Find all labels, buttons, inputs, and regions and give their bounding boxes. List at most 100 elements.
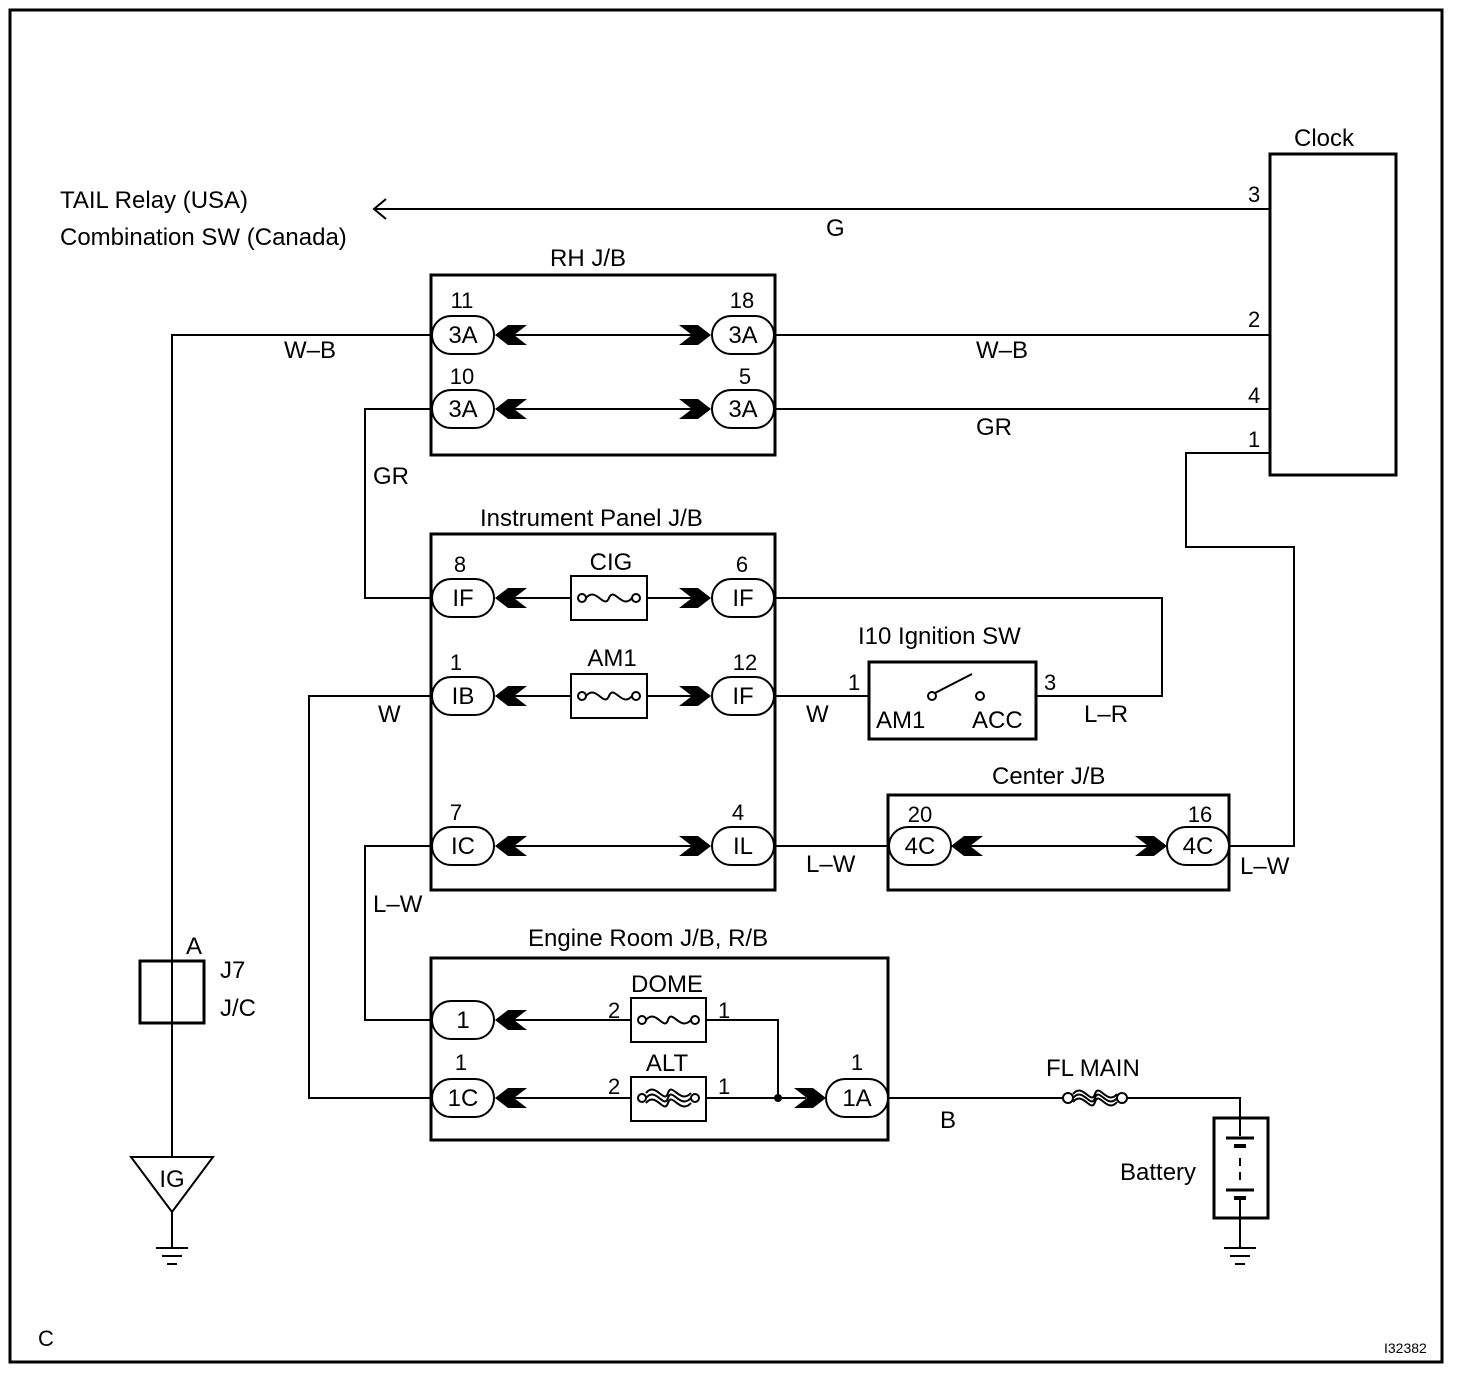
engine-room-conn-1 <box>431 1000 495 1040</box>
wire-color-lw-left: L–W <box>373 891 423 918</box>
ip-jb-box <box>429 532 777 892</box>
ground-icon <box>1224 1247 1256 1265</box>
ip-jb-conn-6 <box>711 578 775 618</box>
fuse-terminal-icon <box>1062 1092 1074 1104</box>
rh-jb-label: RH J/B <box>550 245 626 272</box>
ip-jb-pin-7: 7 <box>450 800 462 825</box>
wire-color-lw-mid: L–W <box>806 851 856 878</box>
figure-id: I32382 <box>1384 1340 1427 1356</box>
ignition-sw-label: I10 Ignition SW <box>858 623 1021 650</box>
ip-jb-conn-7-label: IC <box>451 833 475 860</box>
ignition-term-am1: AM1 <box>876 707 925 734</box>
engine-room-conn-1c <box>431 1078 495 1118</box>
dome-pin-1: 1 <box>718 998 730 1023</box>
rh-jb-conn-11 <box>431 315 495 355</box>
chevron-left-icon <box>495 686 527 706</box>
cig-fuse-label: CIG <box>590 549 633 576</box>
chevron-right-icon <box>679 836 711 856</box>
rh-jb-pin-5: 5 <box>739 364 751 389</box>
center-jb-conn-20 <box>888 826 952 866</box>
chevron-left-icon <box>495 399 527 419</box>
fuse-terminal-icon <box>637 1093 647 1103</box>
dome-fuse-label: DOME <box>631 971 703 998</box>
dome-line-right <box>706 1019 779 1098</box>
combination-sw-label: Combination SW (Canada) <box>60 224 347 251</box>
clock-label: Clock <box>1294 125 1355 152</box>
fuse-terminal-icon <box>631 593 641 603</box>
wire-wb-left <box>171 334 432 1157</box>
corner-label: C <box>38 1326 54 1351</box>
center-jb-pin-16: 16 <box>1188 802 1212 827</box>
ip-jb-conn-1 <box>431 676 495 716</box>
chevron-left-icon <box>495 836 527 856</box>
fuse-icon <box>645 1015 692 1025</box>
ip-jb-conn-12 <box>711 676 775 716</box>
fuse-terminal-icon <box>577 593 587 603</box>
clock-box <box>1268 152 1398 477</box>
jc-pin-a: A <box>186 933 202 960</box>
ip-jb-pin-6: 6 <box>736 552 748 577</box>
am1-fuse-label: AM1 <box>587 645 636 672</box>
jc-id-label: J7 <box>220 957 245 984</box>
rh-jb-conn-10-label: 3A <box>448 396 477 423</box>
ip-jb-conn-4 <box>711 826 775 866</box>
ig-source-icon <box>129 1156 215 1214</box>
chevron-right-icon <box>679 588 711 608</box>
rh-jb-conn-5 <box>711 389 775 429</box>
rh-jb-pin-11: 11 <box>451 288 474 313</box>
ip-jb-conn-1-label: IB <box>452 683 475 710</box>
rh-jb-conn-5-label: 3A <box>728 396 757 423</box>
battery-icon <box>1226 1118 1254 1218</box>
engine-room-conn-1a-label: 1A <box>842 1085 871 1112</box>
ignition-pin-1: 1 <box>848 670 860 695</box>
wire-color-lr: L–R <box>1084 701 1128 728</box>
ip-jb-conn-8-label: IF <box>452 585 473 612</box>
ig-label: IG <box>159 1166 184 1193</box>
arrow-tail-relay-icon <box>372 198 387 220</box>
rh-jb-conn-18 <box>711 315 775 355</box>
wires <box>171 198 1295 1248</box>
ground-icon <box>156 1247 188 1265</box>
battery-label: Battery <box>1120 1159 1196 1186</box>
chevron-right-icon <box>679 686 711 706</box>
ip-jb-conn-8 <box>431 578 495 618</box>
chevron-right-icon <box>679 399 711 419</box>
rh-jb-conn-18-label: 3A <box>728 322 757 349</box>
ip-jb-label: Instrument Panel J/B <box>480 505 703 532</box>
alt-fuse-label: ALT <box>646 1050 689 1077</box>
chevron-left-icon <box>495 1088 527 1108</box>
fuse-terminal-icon <box>631 691 641 701</box>
clock-pin-1: 1 <box>1248 427 1260 452</box>
rh-jb-conn-10 <box>431 389 495 429</box>
chevron-right-icon <box>794 1088 826 1108</box>
engine-room-label: Engine Room J/B, R/B <box>528 925 768 952</box>
chevron-left-icon <box>495 325 527 345</box>
wire-lw-left <box>364 845 432 1021</box>
clock-pin-4: 4 <box>1248 383 1260 408</box>
engine-room-conn-1c-label: 1C <box>448 1085 479 1112</box>
fuse-icon <box>585 593 633 603</box>
fuse-terminal-icon <box>577 691 587 701</box>
chevron-right-icon <box>1135 836 1167 856</box>
chevron-left-icon <box>495 1010 527 1030</box>
wire-color-wb-right: W–B <box>976 337 1028 364</box>
wire-b-battery <box>1126 1097 1241 1118</box>
ignition-pin-3: 3 <box>1044 670 1056 695</box>
dome-pin-2: 2 <box>608 998 620 1023</box>
rh-jb-conn-11-label: 3A <box>448 322 477 349</box>
wire-color-wb-left: W–B <box>284 337 336 364</box>
clock-pin-2: 2 <box>1248 307 1260 332</box>
clock-pin-3: 3 <box>1248 182 1260 207</box>
wire-color-gr-left: GR <box>373 463 409 490</box>
wire-color-b: B <box>940 1107 956 1134</box>
fuse-icon <box>585 691 633 701</box>
engine-room-box <box>429 956 890 1142</box>
fl-main-label: FL MAIN <box>1046 1055 1140 1082</box>
ip-jb-conn-6-label: IF <box>732 585 753 612</box>
ip-jb-pin-1: 1 <box>450 650 462 675</box>
rh-jb-box <box>429 273 777 457</box>
wire-color-gr-right: GR <box>976 414 1012 441</box>
center-jb-conn-16 <box>1166 826 1230 866</box>
switch-blade-icon <box>934 673 973 694</box>
